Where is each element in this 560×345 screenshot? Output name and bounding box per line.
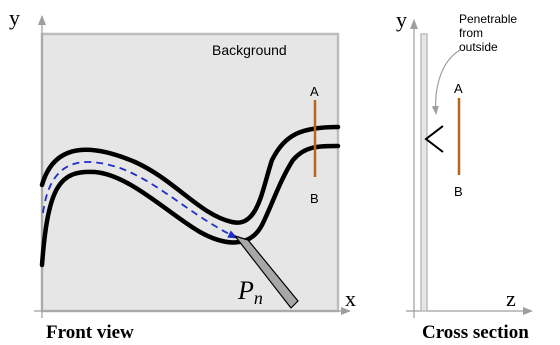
annotation-line-3: outside bbox=[459, 40, 498, 54]
front-x-axis-label: x bbox=[345, 286, 356, 311]
annotation-line-1: Penetrable bbox=[459, 12, 517, 26]
probe-symbol: P bbox=[237, 276, 254, 305]
probe-needle bbox=[234, 235, 299, 309]
penetrable-annotation: Penetrable from outside bbox=[459, 12, 520, 54]
tube-cross-section-marker bbox=[424, 125, 444, 153]
front-y-axis-label: y bbox=[9, 5, 20, 30]
cross-background-plane bbox=[420, 33, 428, 312]
background-label: Background bbox=[212, 42, 287, 58]
tube-upper-wall bbox=[39, 124, 341, 225]
front-segment-label-b: B bbox=[310, 191, 319, 206]
probe-label: Pn bbox=[237, 276, 263, 308]
cross-section: y z Penetrable from outside A B Cross se… bbox=[396, 7, 533, 343]
tube-lower-wall bbox=[39, 143, 341, 268]
annotation-arrow bbox=[431, 49, 461, 115]
cross-y-axis-label: y bbox=[396, 7, 407, 32]
annotation-line-2: from bbox=[459, 26, 483, 40]
probe-subscript: n bbox=[254, 288, 263, 308]
cross-z-axis-label: z bbox=[506, 286, 516, 311]
cross-segment-label-a: A bbox=[454, 81, 463, 96]
cross-segment-label-b: B bbox=[454, 184, 463, 199]
front-view: y x Background Pn A B Front view bbox=[9, 5, 356, 343]
probe-trajectory bbox=[42, 161, 238, 239]
cross-section-caption: Cross section bbox=[422, 322, 529, 343]
front-view-caption: Front view bbox=[46, 322, 134, 343]
front-segment-label-a: A bbox=[310, 84, 319, 99]
